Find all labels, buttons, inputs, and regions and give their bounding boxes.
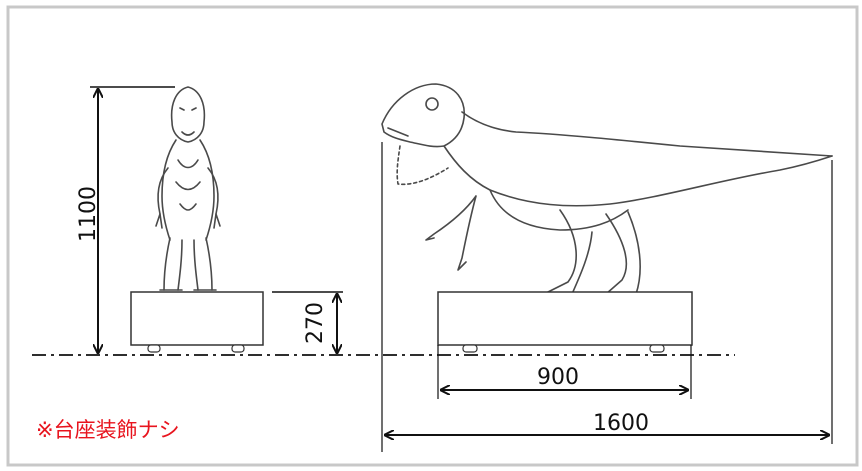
front-view-sketch <box>155 86 221 291</box>
base-width-900-label: 900 <box>537 365 579 390</box>
side-base-wheel-right <box>649 344 665 353</box>
height-1100-label: 1100 <box>76 186 101 242</box>
length-1600-label: 1600 <box>593 411 649 436</box>
front-base-wheel-left <box>147 344 161 353</box>
side-base <box>437 291 693 346</box>
base-height-270-label: 270 <box>303 302 328 344</box>
note-no-base-decoration: ※台座装飾ナシ <box>36 418 180 442</box>
front-base <box>130 291 264 346</box>
side-base-wheel-left <box>462 344 478 353</box>
side-view-sketch <box>381 83 833 295</box>
front-base-wheel-right <box>231 344 245 353</box>
